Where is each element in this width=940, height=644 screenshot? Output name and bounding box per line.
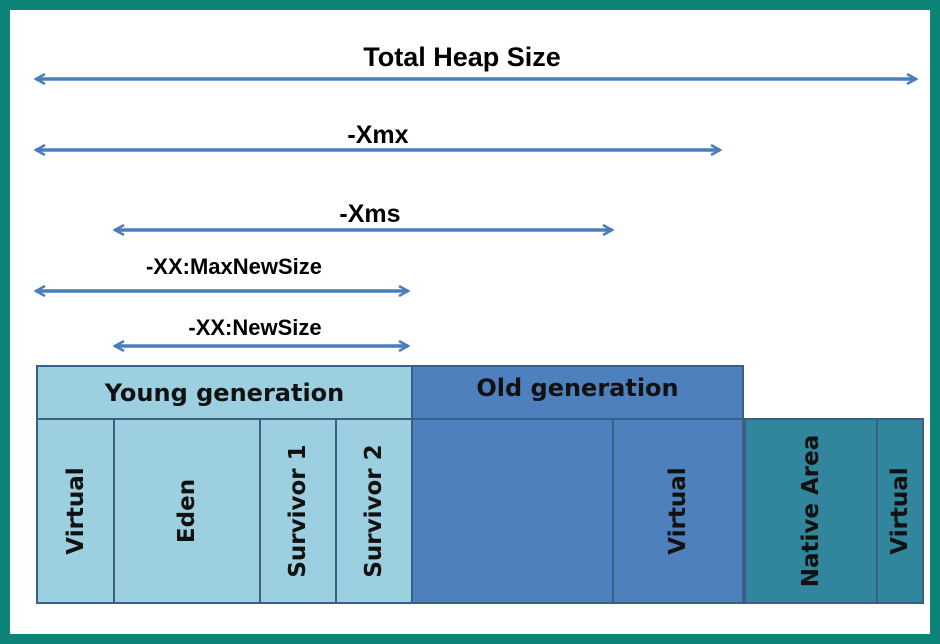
old-virtual-label: Virtual: [665, 467, 691, 555]
young-generation-header: Young generation: [36, 365, 413, 420]
new-size-label: -XX:NewSize: [188, 315, 322, 340]
native-area-label: Native Area: [798, 434, 824, 588]
young-virtual-cell: Virtual: [36, 418, 115, 604]
eden-cell: Eden: [113, 418, 261, 604]
old-generation-header: Old generation: [411, 365, 744, 420]
survivor-2-cell: Survivor 2: [335, 418, 413, 604]
max-new-size-label: -XX:MaxNewSize: [145, 254, 323, 279]
native-virtual-label: Virtual: [887, 467, 913, 555]
total-heap-size-label: Total Heap Size: [363, 42, 561, 72]
xmx-label: -Xmx: [347, 121, 409, 149]
young-generation-label: Young generation: [104, 378, 345, 407]
native-virtual-cell: Virtual: [876, 418, 924, 604]
survivor-1-label: Survivor 1: [285, 444, 311, 578]
survivor-1-cell: Survivor 1: [259, 418, 337, 604]
old-tenured-cell: [411, 418, 614, 604]
young-virtual-label: Virtual: [62, 467, 89, 555]
old-generation-label: Old generation: [476, 373, 679, 402]
old-virtual-cell: Virtual: [612, 418, 744, 604]
native-area-cell: Native Area: [744, 418, 878, 604]
survivor-2-label: Survivor 2: [361, 444, 387, 578]
eden-label: Eden: [174, 478, 200, 544]
xms-label: -Xms: [339, 200, 401, 228]
